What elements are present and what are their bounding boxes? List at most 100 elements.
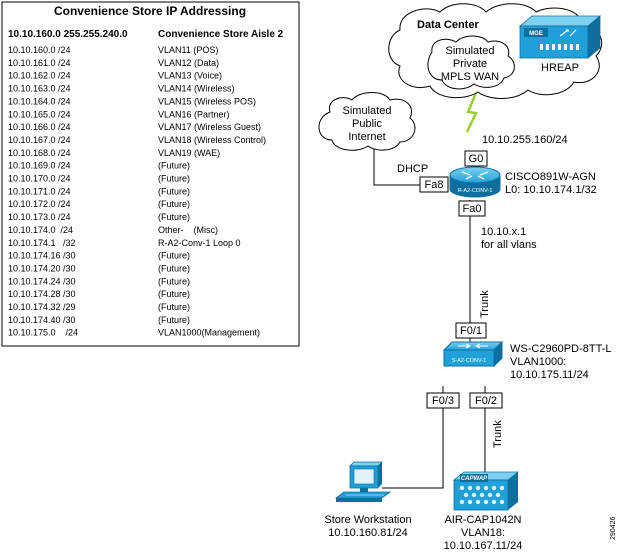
mpls-line-1: Simulated	[446, 45, 495, 57]
table-cell-use: VLAN19 (WAE)	[158, 148, 220, 158]
hreap-controller-icon: MGE	[518, 15, 602, 59]
internet-cloud-shape	[318, 92, 416, 151]
router-device-label: R-A2-CONV-1	[458, 188, 493, 194]
table-row: 10.10.162.0 /24 VLAN13 (Voice)	[8, 71, 222, 81]
capwap-badge	[460, 474, 488, 482]
table-cell-subnet: 10.10.171.0 /24	[8, 186, 71, 196]
mpls-line-3: MPLS WAN	[441, 71, 499, 83]
table-cell-use: (Future)	[158, 161, 190, 171]
table-cell-use: (Future)	[158, 276, 190, 286]
table-cell-subnet: 10.10.173.0 /24	[8, 212, 71, 222]
table-row: 10.10.163.0 /24 VLAN14 (Wireless)	[8, 84, 235, 94]
table-cell-subnet: 10.10.174.1 /32	[8, 238, 76, 248]
dhcp-label: DHCP	[397, 163, 428, 175]
table-cell-use: (Future)	[158, 251, 190, 261]
internet-line-2: Public	[352, 118, 382, 130]
table-cell-subnet: 10.10.174.32 /29	[8, 302, 76, 312]
port-f03-label: F0/3	[432, 395, 454, 407]
table-row: 10.10.172.0 /24(Future)	[8, 199, 190, 209]
table-cell-use: R-A2-Conv-1 Loop 0	[158, 238, 241, 248]
table-row: 10.10.174.1 /32 R-A2-Conv-1 Loop 0	[8, 238, 241, 248]
table-cell-use: VLAN17 (Wireless Guest)	[158, 122, 261, 132]
table-cell-subnet: 10.10.167.0 /24	[8, 135, 71, 145]
table-row: 10.10.174.24 /30(Future)	[8, 276, 190, 286]
table-cell-use: VLAN1000(Management)	[158, 328, 260, 338]
table-cell-subnet: 10.10.168.0 /24	[8, 148, 71, 158]
router-icon: R-A2-CONV-1	[449, 166, 501, 198]
table-row: 10.10.174.28 /30(Future)	[8, 289, 190, 299]
port-g0-label: G0	[469, 153, 484, 165]
switch-device-label: S-A2-CONV-1	[452, 358, 487, 364]
table-cell-subnet: 10.10.162.0 /24	[8, 71, 71, 81]
table-cell-use: VLAN13 (Voice)	[158, 71, 222, 81]
table-title: Convenience Store IP Addressing	[54, 4, 246, 18]
table-cell-use: (Future)	[158, 263, 190, 273]
figure-id: 290426	[610, 517, 617, 540]
table-cell-use: (Future)	[158, 199, 190, 209]
port-g0	[464, 150, 488, 167]
table-header-site: Convenience Store Aisle 2	[158, 29, 284, 40]
access-point-icon: CAPWAP	[452, 471, 520, 511]
table-cell-subnet: 10.10.163.0 /24	[8, 84, 71, 94]
table-cell-use: VLAN18 (Wireless Control)	[158, 135, 266, 145]
table-row: 10.10.173.0 /24 (Future)	[8, 212, 190, 222]
table-row: 10.10.169.0 /24 (Future)	[8, 161, 190, 171]
switch-info-line-1: WS-C2960PD-8TT-L	[510, 343, 611, 355]
port-f02-label: F0/2	[475, 395, 497, 407]
table-header-subnet: 10.10.160.0 255.255.240.0	[8, 29, 128, 40]
table-row: 10.10.171.0 /24 (Future)	[8, 186, 190, 196]
switch-icon: S-A2-CONV-1	[442, 340, 504, 368]
table-cell-subnet: 10.10.175.0 /24	[8, 328, 78, 338]
ip-addressing-table: Convenience Store IP Addressing 10.10.16…	[1, 1, 300, 347]
link-switch-workstation	[382, 386, 444, 489]
ap-line-3: 10.10.167.11/24	[444, 540, 523, 552]
port-f02	[469, 392, 503, 409]
link-internet-router	[373, 148, 420, 186]
table-cell-subnet: 10.10.169.0 /24	[8, 161, 71, 171]
switch-info-line-2: VLAN1000:	[510, 356, 566, 368]
trunk-label-lower: Trunk	[492, 420, 504, 448]
table-row: 10.10.170.0 /24(Future)	[8, 174, 190, 184]
table-cell-subnet: 10.10.161.0 /24	[8, 58, 71, 68]
table-cell-use: (Future)	[158, 186, 190, 196]
table-cell-subnet: 10.10.174.28 /30	[8, 289, 76, 299]
port-fa8	[419, 176, 449, 193]
table-row: 10.10.168.0 /24 VLAN19 (WAE)	[8, 148, 220, 158]
mge-badge	[524, 28, 548, 37]
port-fa8-label: Fa8	[425, 179, 444, 191]
router-lan-line-2: for all vlans	[481, 239, 537, 251]
table-cell-use: Other- (Misc)	[158, 225, 218, 235]
table-row: 10.10.174.20 /30(Future)	[8, 263, 190, 273]
table-row: 10.10.175.0 /24 VLAN1000(Management)	[8, 328, 260, 338]
table-cell-subnet: 10.10.174.16 /30	[8, 251, 76, 261]
table-cell-use: (Future)	[158, 212, 190, 222]
mge-label: MGE	[529, 31, 543, 37]
mpls-line-2: Private	[453, 58, 487, 70]
links	[373, 148, 486, 489]
datacenter-cloud: Data Center Simulated Private MPLS WAN M…	[388, 3, 603, 99]
table-cell-use: VLAN15 (Wireless POS)	[158, 96, 256, 106]
table-cell-use: VLAN12 (Data)	[158, 58, 219, 68]
table-cell-subnet: 10.10.170.0 /24	[8, 174, 71, 184]
table-cell-subnet: 10.10.160.0 /24	[8, 45, 71, 55]
router-loopback: L0: 10.10.174.1/32	[505, 184, 597, 196]
internet-line-3: Internet	[348, 131, 385, 143]
internet-cloud: Simulated Public Internet	[318, 92, 416, 151]
table-cell-use: VLAN14 (Wireless)	[158, 84, 235, 94]
port-f03	[426, 392, 460, 409]
router-wan-subnet: 10.10.255.160/24	[482, 134, 568, 146]
table-row: 10.10.174.0 /24 Other- (Misc)	[8, 225, 218, 235]
table-row: 10.10.174.16 /30 (Future)	[8, 251, 190, 261]
port-f01-label: F0/1	[460, 325, 482, 337]
table-cell-subnet: 10.10.164.0 /24	[8, 96, 71, 106]
port-fa0-label: Fa0	[463, 203, 482, 215]
wan-lightning-link	[465, 87, 480, 133]
table-cell-subnet: 10.10.174.0 /24	[8, 225, 73, 235]
hreap-label: HREAP	[541, 62, 579, 74]
router: 10.10.255.160/24 G0 DHCP Fa8 R-A2-CONV-1…	[397, 134, 597, 251]
switch: F0/1 S-A2-CONV-1 WS-C2960PD-8TT-L VLAN10…	[426, 322, 611, 409]
internet-line-1: Simulated	[343, 105, 392, 117]
